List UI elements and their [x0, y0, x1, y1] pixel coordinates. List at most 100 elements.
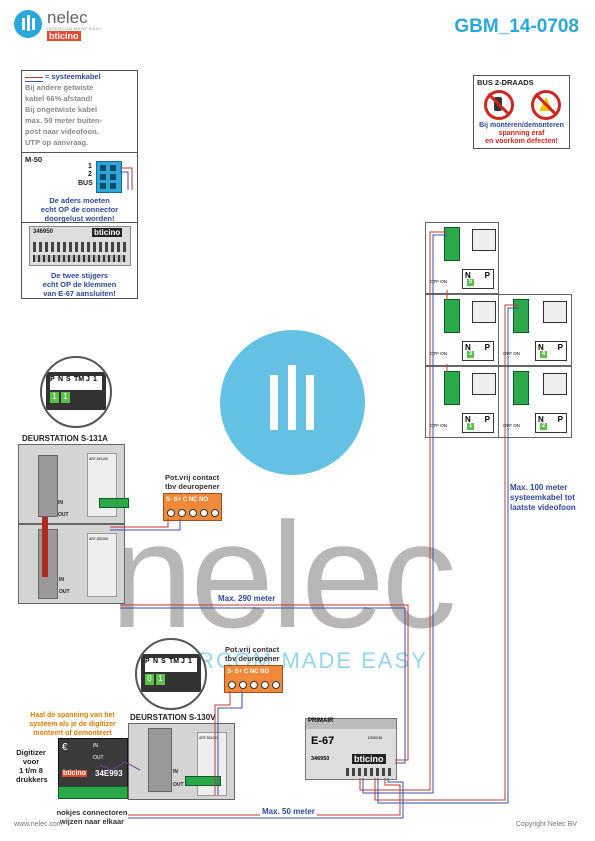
e67-part: 346950 [311, 756, 330, 762]
cable-legend-label: = systeemkabel [45, 72, 101, 81]
s131-art1: ART.351100 [89, 457, 108, 461]
contact2-terms: S- S+ C NC NO [227, 669, 270, 675]
e67-detail-part: 346950 [33, 229, 54, 235]
logo-name: nelec [47, 8, 88, 27]
s131-upper-module: ART.351100 [18, 444, 129, 524]
footer-copyright: Copyright Nelec BV [515, 821, 577, 828]
brand-logo: nelec INTERCOM MADE EASY bticino [14, 8, 114, 42]
digitizer-terminals [58, 786, 128, 799]
s131-art2: ART.352000 [89, 537, 109, 541]
s130-out: OUT [173, 782, 184, 788]
m50-title: M-50 [25, 155, 43, 164]
riser2-blue [377, 307, 519, 804]
digitizer-in: IN [93, 743, 98, 749]
footer-website[interactable]: www.nelec.com [14, 821, 63, 828]
videophone-3-switch: OFF ON [430, 351, 447, 356]
m50-wire-blue [120, 171, 129, 190]
videophone-2-switch: OFF ON [503, 423, 520, 428]
cable-s131-contact1-blue [110, 519, 181, 531]
riser-blue [362, 234, 447, 794]
s130-art: ART.351000 [199, 736, 219, 740]
contact1-terms: S- S+ C NC NO [166, 497, 209, 503]
cable-digitizer-s130 [99, 761, 141, 771]
cable-s130-contact2-red [214, 691, 231, 795]
e67-code: DS8CM [368, 735, 383, 740]
e67-detail-unit: 346950 bticino [29, 226, 131, 266]
digitizer-brand: bticino [62, 770, 87, 777]
digitizer-out: OUT [93, 755, 104, 761]
s131-out2: OUT [59, 589, 70, 595]
no-plug-icon [484, 90, 514, 120]
e67-name: E-67 [311, 735, 335, 747]
digitizer-module: € IN OUT bticino 34E993 [58, 738, 128, 788]
digitizer-model: 34E993 [95, 769, 123, 778]
distance-50: Max. 50 meter [260, 807, 317, 816]
m50-term-bus: BUS [78, 180, 93, 187]
distance-290: Max. 290 meter [218, 594, 276, 603]
videophone-1-switch: OFF ON [430, 423, 447, 428]
document-code: GBM_14-0708 [454, 16, 579, 37]
riser2-red [374, 304, 519, 801]
s131-lower-module: ART.352000 IN OUT [18, 517, 125, 604]
cable-s131-e67-blue [120, 607, 406, 764]
contact1-block: S- S+ C NC NO [163, 493, 222, 521]
s131-in2: IN [59, 577, 64, 583]
watermark-circle [220, 330, 365, 475]
m50-term-1: 1 [88, 163, 92, 170]
bus-warning-title: BUS 2-DRAADS [477, 78, 534, 87]
logo-tagline: INTERCOM MADE EASY [47, 26, 102, 31]
videophone-5-switch: OFF ON [430, 279, 447, 284]
cable-s130-contact2-blue [217, 691, 243, 795]
m50-connector [96, 161, 122, 193]
s131-out1: OUT [58, 512, 69, 518]
videophone-4-switch: OFF ON [503, 351, 520, 356]
e67-brand: bticino [352, 754, 386, 764]
cable-s130-e67-blue [128, 778, 404, 819]
m50-term-2: 2 [88, 171, 92, 178]
s131-in1: IN [58, 500, 63, 506]
cable-s131-contact1-red [110, 519, 169, 528]
logo-brand: bticino [47, 31, 81, 41]
contact2-block: S- S+ C NC NO [224, 665, 283, 693]
s130-in: IN [173, 769, 178, 775]
s130-title: DEURSTATION S-130V [130, 713, 216, 722]
e67-detail-brand: bticino [92, 228, 123, 237]
e67-module: PRIMAIR E-67 DS8CM 346950 bticino [305, 718, 397, 780]
m50-wire [120, 167, 133, 190]
cable-s131-e67-red [120, 604, 409, 761]
e67-primair: PRIMAIR [308, 718, 334, 724]
riser-red [359, 231, 447, 791]
s131-title: DEURSTATION S-131A [22, 434, 108, 443]
s130-module: ART.351000 IN OUT [128, 723, 235, 800]
cable-legend-swatch [25, 77, 43, 82]
logo-mark-icon [14, 10, 42, 38]
